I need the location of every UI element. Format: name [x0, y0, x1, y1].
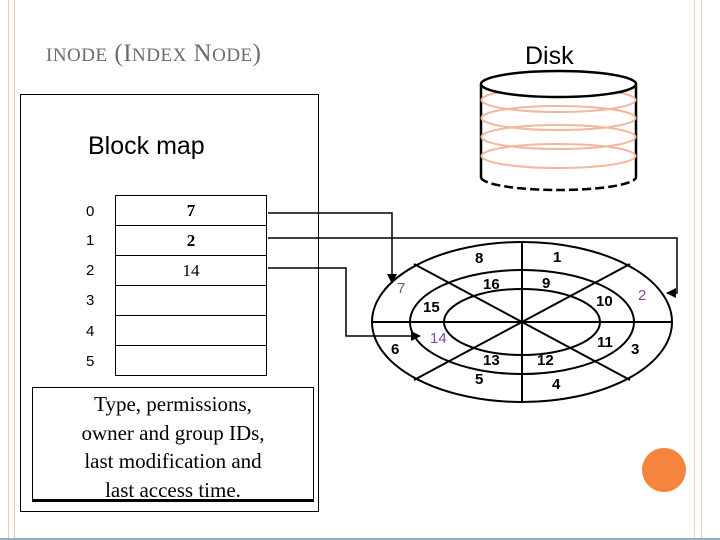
title-part: INODE — [46, 45, 108, 66]
metadata-line-3: last modification and — [84, 449, 262, 473]
block-map-title: Block map — [88, 132, 205, 160]
disk-block-label: 3 — [631, 341, 639, 358]
disk-block-label: 1 — [553, 249, 561, 266]
metadata-line-2: owner and group IDs, — [81, 420, 265, 445]
disk-platter — [371, 241, 673, 403]
slide-border-left — [8, 0, 15, 540]
title-part: ) — [252, 40, 262, 67]
inode-metadata-box: Type, permissions, owner and group IDs, … — [32, 387, 314, 502]
disk-block-label: 4 — [552, 376, 561, 393]
disk-block-label: 9 — [542, 275, 550, 292]
disk-block-label: 5 — [475, 371, 483, 388]
disk-block-label-highlighted: 7 — [397, 280, 405, 297]
title-part: ( — [107, 40, 124, 67]
pointer-arrow-row-1 — [268, 237, 678, 298]
pointer-arrow-row-0 — [268, 212, 397, 284]
slide-border-right — [694, 0, 702, 540]
title-part: I — [123, 40, 133, 67]
title-part: NDEX — [132, 45, 187, 66]
decorative-dot — [642, 448, 686, 492]
block-map-cell-5 — [115, 345, 267, 376]
slide-bottom-line — [0, 538, 720, 540]
pointer-arrow-row-2 — [268, 267, 421, 341]
slide-title: INODE (INDEX NODE) — [46, 40, 262, 68]
disk-block-label: 10 — [596, 293, 613, 310]
disk-block-label: 16 — [483, 276, 500, 293]
block-pointer-arrows — [268, 212, 678, 341]
disk-ring-4 — [480, 143, 637, 169]
block-map-index-1: 1 — [86, 232, 95, 249]
disk-block-label-highlighted: 14 — [430, 330, 447, 347]
disk-block-label: 11 — [597, 334, 613, 351]
disk-block-label-highlighted: 2 — [638, 287, 646, 304]
disk-label: Disk — [525, 42, 574, 70]
block-map-index-5: 5 — [86, 353, 95, 370]
inode-box — [20, 94, 319, 512]
metadata-line-1: Type, permissions, — [94, 392, 252, 416]
disk-block-label: 13 — [483, 352, 500, 369]
disk-ring-3 — [480, 124, 637, 150]
block-map-index-3: 3 — [86, 292, 95, 309]
disk-block-label: 12 — [537, 352, 554, 369]
title-part: ODE — [212, 45, 253, 66]
disk-block-label: 15 — [423, 299, 440, 316]
disk-block-label: 8 — [475, 250, 483, 267]
disk-block-label: 6 — [391, 341, 399, 358]
metadata-line-4: last access time. — [105, 477, 241, 502]
block-map-index-0: 0 — [86, 203, 95, 220]
disk-stack-icon — [479, 69, 638, 192]
disk-ring-2 — [480, 105, 637, 131]
block-map-index-4: 4 — [86, 323, 95, 340]
title-part: N — [186, 40, 213, 67]
block-map-index-2: 2 — [86, 262, 95, 279]
